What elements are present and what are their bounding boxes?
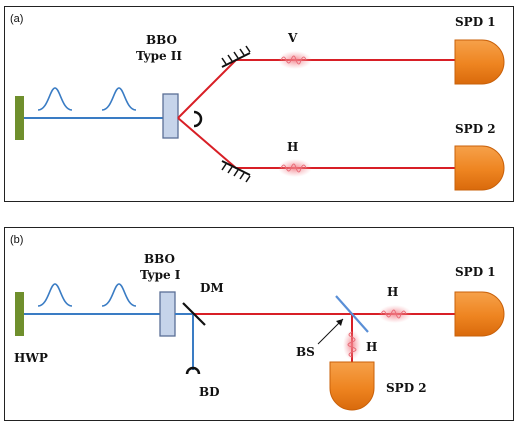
photon-path-lower xyxy=(177,117,455,169)
detector-spd2-b xyxy=(329,361,375,411)
bbo-crystal-type2 xyxy=(162,93,179,139)
detector-spd2-a xyxy=(454,145,505,191)
photon-packet-b-right xyxy=(378,305,412,323)
photon-b-right-label: H xyxy=(387,285,398,299)
bbo-crystal-type1 xyxy=(159,291,176,337)
pump-pulse-b2 xyxy=(101,283,137,307)
waveplate-label: HWP xyxy=(14,351,48,365)
panel-a-frame xyxy=(4,6,514,202)
photon-wave-b-right xyxy=(380,309,407,319)
laser-source-b xyxy=(15,292,24,336)
photon-wave-v xyxy=(280,55,307,65)
photon-packet-h xyxy=(278,159,312,177)
panel-b-frame xyxy=(4,227,514,421)
beamsplitter xyxy=(335,295,369,333)
panel-b-label: (b) xyxy=(10,234,23,246)
polarization-v-label: V xyxy=(287,31,298,45)
detector-spd1-a xyxy=(454,39,505,85)
beam-dump-label: BD xyxy=(199,385,220,399)
detector2-b-label: SPD 2 xyxy=(386,381,427,395)
photon-packet-v xyxy=(278,51,312,69)
polarization-h-label: H xyxy=(287,140,298,154)
crystal-b-label-line2: Type I xyxy=(140,268,181,282)
photon-wave-b-down xyxy=(347,331,357,358)
crystal-a-label-line1: BBO xyxy=(146,33,177,47)
beamsplitter-arrowhead xyxy=(336,319,343,326)
pump-pulse-a2 xyxy=(101,87,137,111)
mirror-lower-a xyxy=(221,160,251,183)
photon-path-upper xyxy=(177,59,455,119)
detector-spd1-b xyxy=(454,291,505,337)
photon-b-down-label: H xyxy=(366,340,377,354)
dichroic-label: DM xyxy=(200,281,224,295)
pump-pulse-b1 xyxy=(37,283,73,307)
laser-source-a xyxy=(15,96,24,140)
mirror-upper-a xyxy=(221,45,251,68)
crystal-b-label-line1: BBO xyxy=(144,252,175,266)
beamsplitter-label: BS xyxy=(296,345,315,359)
beam-dump-b xyxy=(185,366,201,375)
detector2-a-label: SPD 2 xyxy=(455,122,496,136)
detector1-b-label: SPD 1 xyxy=(455,265,496,279)
beam-dump-a xyxy=(193,110,203,128)
crystal-a-label-line2: Type II xyxy=(136,49,182,63)
photon-wave-h xyxy=(280,163,307,173)
photon-packet-b-down xyxy=(343,330,361,360)
pump-pulse-a1 xyxy=(37,87,73,111)
detector1-a-label: SPD 1 xyxy=(455,15,496,29)
dichroic-mirror xyxy=(182,302,206,326)
panel-a-label: (a) xyxy=(10,13,23,25)
